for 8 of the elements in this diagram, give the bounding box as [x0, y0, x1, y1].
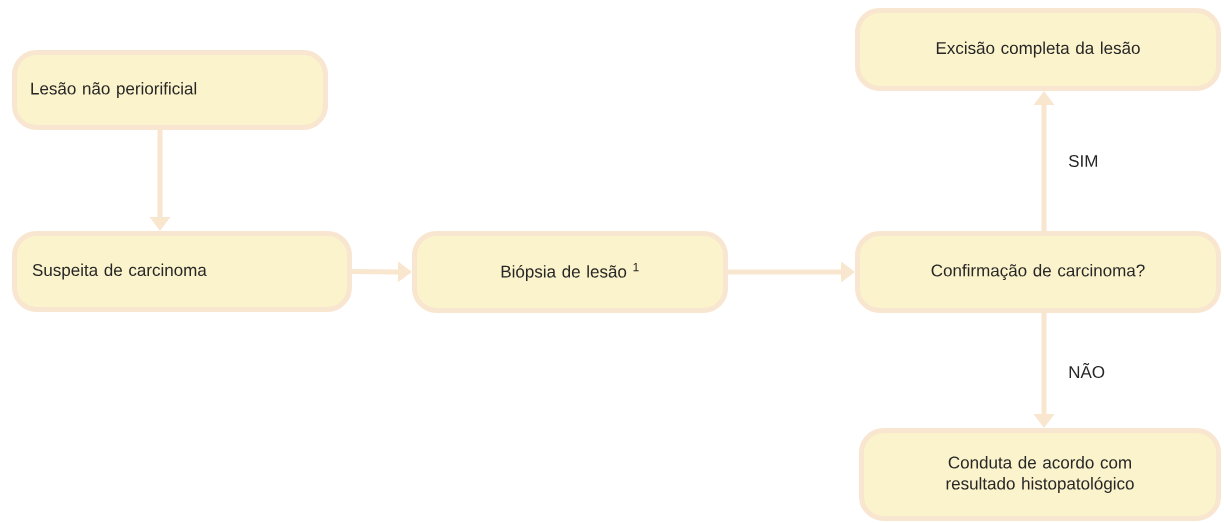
edge-label: SIM: [1069, 155, 1098, 167]
decision-box: Confirmação de carcinoma?: [855, 231, 1221, 313]
edge-label: NÃO: [1069, 362, 1105, 379]
process-box: Biópsia de lesão $^{1}$: [412, 231, 728, 313]
process-box: Suspeita de carcinoma: [12, 231, 352, 312]
process-box: Lesão não periorificial: [12, 50, 328, 130]
process-box: Conduta de acordo com resultado histopatológico: [859, 428, 1221, 521]
process-box: Excisão completa da lesão: [855, 8, 1221, 91]
